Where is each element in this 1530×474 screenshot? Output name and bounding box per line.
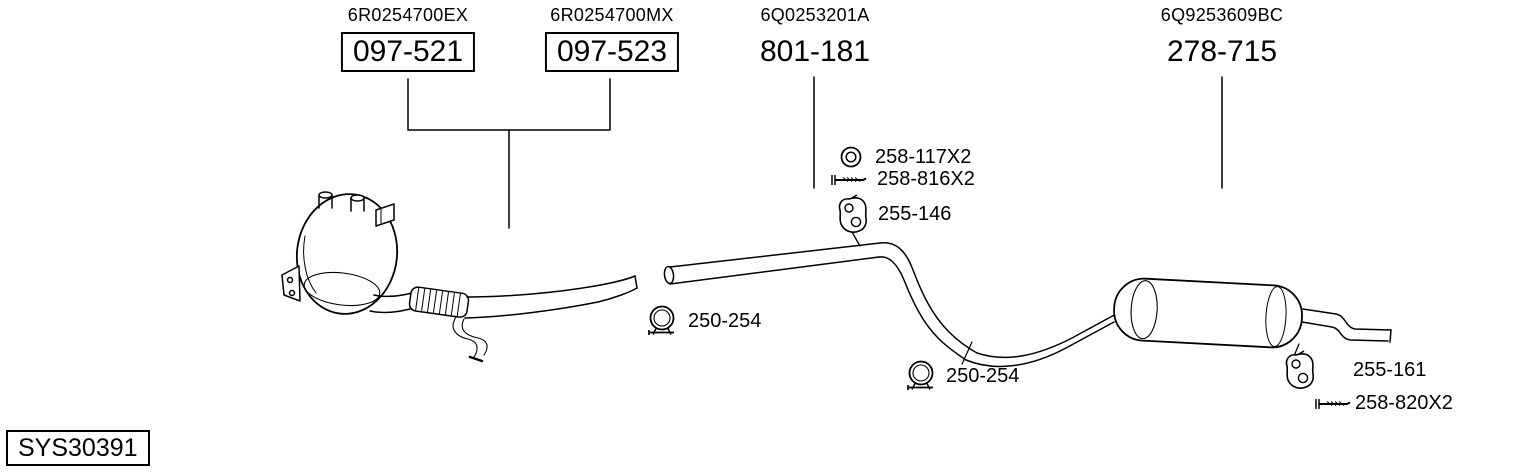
callout-label: 258-816X2 xyxy=(877,168,975,190)
grommet-icon xyxy=(840,146,862,168)
part-group-1: 6R0254700EX 097-521 xyxy=(340,5,476,72)
callout-clamp-front: 250-254 xyxy=(644,303,761,339)
callout-label: 255-161 xyxy=(1353,358,1427,381)
callout-hanger-rear: 255-161 xyxy=(1283,350,1426,390)
tailpipe-drawing xyxy=(1301,308,1392,343)
callout-label: 258-117X2 xyxy=(875,145,972,168)
callout-label: 258-820X2 xyxy=(1355,392,1453,414)
middle-pipe-drawing xyxy=(663,242,978,361)
catalyst-dpf-drawing xyxy=(281,191,413,315)
callout-clamp-rear: 250-254 xyxy=(903,358,1019,394)
connector-lines xyxy=(407,76,1223,229)
callout-hanger-front: 255-146 xyxy=(836,194,951,234)
system-id: SYS30391 xyxy=(18,434,138,462)
pipe-clamp-icon xyxy=(648,305,675,335)
callout-label: 255-146 xyxy=(878,202,952,225)
callout-label: 250-254 xyxy=(688,309,762,332)
oem-code-label: 6R0254700MX xyxy=(550,5,674,25)
part-group-2: 6R0254700MX 097-523 xyxy=(544,5,680,72)
rear-pipe-drawing xyxy=(961,312,1119,368)
callout-bolt-2: 258-820X2 xyxy=(1313,392,1453,415)
callout-label: 250-254 xyxy=(946,364,1020,387)
muffler-drawing xyxy=(1113,277,1303,349)
part-code: 097-523 xyxy=(544,32,680,72)
bolt-icon xyxy=(1315,398,1351,409)
front-pipe-drawing xyxy=(452,275,638,363)
system-id-box: SYS30391 xyxy=(6,430,150,466)
part-code: 097-521 xyxy=(340,32,476,72)
oem-code-label: 6Q0253201A xyxy=(760,5,870,25)
part-code: 801-181 xyxy=(759,35,871,68)
rubber-hanger-icon xyxy=(838,194,868,233)
callout-bolt-1: 258-816X2 xyxy=(829,168,975,191)
rear-hanger-rod xyxy=(1293,343,1300,357)
callout-grommet: 258-117X2 xyxy=(839,145,971,169)
rubber-hanger-icon xyxy=(1285,350,1315,389)
oem-code-label: 6Q9253609BC xyxy=(1160,5,1284,25)
part-group-4: 6Q9253609BC 278-715 xyxy=(1155,5,1289,72)
front-hanger-rod xyxy=(851,231,861,247)
flex-pipe-drawing xyxy=(408,286,470,318)
pipe-clamp-icon xyxy=(907,360,934,390)
oem-code-label: 6R0254700EX xyxy=(347,5,469,25)
part-code: 278-715 xyxy=(1166,35,1278,68)
bolt-icon xyxy=(831,174,867,185)
part-group-3: 6Q0253201A 801-181 xyxy=(748,5,882,72)
